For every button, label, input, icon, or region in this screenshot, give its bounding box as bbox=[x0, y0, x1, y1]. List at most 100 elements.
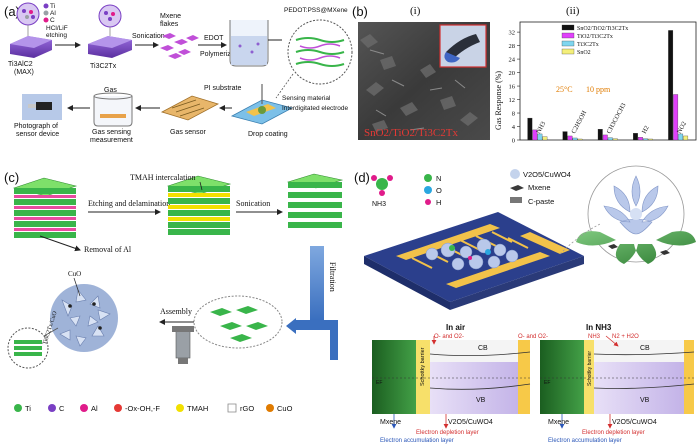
chart-frame bbox=[519, 21, 697, 141]
measure-caption-2: measurement bbox=[90, 137, 133, 144]
x-tick-label: H2 bbox=[641, 125, 651, 135]
delaminated-sheets bbox=[286, 173, 344, 228]
flakes-label-1: Mxene bbox=[160, 13, 181, 20]
autoclave bbox=[172, 326, 194, 364]
svg-text:etching: etching bbox=[46, 32, 67, 39]
bar bbox=[633, 133, 638, 141]
panel-b-sub-i: (i) bbox=[410, 5, 421, 17]
chart-ylabel: Gas Response (%) bbox=[494, 71, 503, 130]
sem-image: SnO2/TiO2/Ti3C2Tx bbox=[358, 22, 490, 140]
ef-label-nh3: EF bbox=[544, 380, 550, 386]
filtration-label: Filtration bbox=[328, 262, 337, 292]
mxene-crystal-label: Ti3C2Tx bbox=[90, 63, 117, 70]
photo-caption-2: sensor device bbox=[16, 131, 59, 138]
vb-label-air: VB bbox=[476, 397, 486, 404]
y-tick-label: 28 bbox=[509, 43, 516, 50]
max-stack bbox=[12, 177, 78, 238]
mxene-label-air: Mxene bbox=[380, 419, 401, 426]
cb-label-nh3: CB bbox=[640, 345, 650, 352]
material-legend-d: V2O5/CuWO4 Mxene C-paste bbox=[510, 169, 571, 206]
bar bbox=[643, 138, 648, 141]
svg-text:Mxene: Mxene bbox=[528, 183, 551, 192]
bar bbox=[668, 30, 674, 141]
svg-text:H: H bbox=[436, 198, 441, 207]
svg-text:Al: Al bbox=[50, 10, 56, 17]
sonication-label-c: Sonication bbox=[236, 199, 270, 208]
svg-text:HCl/LiF: HCl/LiF bbox=[46, 25, 68, 32]
bar bbox=[678, 133, 684, 141]
composite-detail bbox=[7, 327, 59, 369]
element-legend-a: Ti Al C HCl/LiF etching bbox=[43, 3, 68, 39]
bar bbox=[572, 137, 578, 141]
svg-text:V2O5/CuWO4: V2O5/CuWO4 bbox=[523, 170, 571, 179]
condition-temp: 25°C bbox=[556, 85, 573, 94]
svg-text:N: N bbox=[436, 174, 441, 183]
sensor-caption: Gas sensor bbox=[170, 129, 206, 136]
legend-entry: SnO2 bbox=[577, 50, 591, 56]
y-tick-label: 4 bbox=[512, 124, 516, 131]
in-nh3-label: In NH3 bbox=[586, 323, 612, 332]
svg-text:Ti: Ti bbox=[50, 3, 55, 10]
mxene-crystal bbox=[88, 4, 132, 58]
drop-coating-label: Drop coating bbox=[248, 131, 288, 138]
svg-text:C-paste: C-paste bbox=[528, 197, 554, 206]
bar bbox=[567, 135, 573, 141]
legend-entry: Ti3C2Tx bbox=[577, 42, 599, 48]
bar bbox=[537, 133, 543, 141]
gas-sensor bbox=[160, 95, 220, 121]
panel-c-label: (c) bbox=[4, 170, 19, 185]
o-species-air-2: O- and O2- bbox=[518, 334, 548, 340]
drop-coating-device bbox=[230, 84, 294, 125]
bar bbox=[527, 117, 533, 141]
etching-label: Etching and delamination bbox=[88, 199, 170, 208]
bar bbox=[648, 138, 653, 141]
vo-label-nh3: V2O5/CuWO4 bbox=[612, 419, 657, 426]
bar bbox=[532, 129, 538, 141]
accumulation-label-nh3: Electron accumulation layer bbox=[548, 438, 622, 444]
y-tick-label: 24 bbox=[509, 57, 516, 64]
legend-swatch bbox=[561, 24, 575, 31]
intercalated-stack bbox=[166, 175, 232, 235]
bar bbox=[597, 129, 603, 141]
composite-magnified: PEDOT:PSS@MXene bbox=[275, 4, 353, 99]
svg-text:C: C bbox=[59, 404, 65, 413]
bar bbox=[577, 138, 583, 141]
band-diagram-nh3: In NH3 CB VB EF Schottky barrier NH3 N2 … bbox=[540, 323, 695, 444]
svg-text:TMAH: TMAH bbox=[187, 404, 208, 413]
gas-label: Gas bbox=[104, 87, 117, 94]
condition-conc: 10 ppm bbox=[586, 85, 611, 94]
panel-b-label: (b) bbox=[352, 4, 368, 19]
edot-label: EDOT bbox=[204, 35, 224, 42]
flakes-label-2: flakes bbox=[160, 21, 179, 28]
removal-label: Removal of Al bbox=[84, 245, 132, 254]
legend-entry: TiO2/Ti3C2Tx bbox=[577, 34, 613, 40]
tmah-label: TMAH intercalation bbox=[130, 173, 196, 182]
measure-caption-1: Gas sensing bbox=[92, 129, 131, 136]
filtration-arrow: Filtration bbox=[286, 246, 338, 360]
o-species-air-1: O- and O2- bbox=[434, 334, 464, 340]
y-tick-label: 8 bbox=[512, 111, 515, 118]
photo-caption-1: Photograph of bbox=[14, 123, 58, 130]
vb-label-nh3: VB bbox=[640, 397, 650, 404]
nh3-arrow-label: NH3 bbox=[588, 334, 601, 340]
y-tick-label: 32 bbox=[509, 30, 516, 37]
pi-caption: PI substrate bbox=[204, 85, 241, 92]
assembly-label: Assembly bbox=[160, 307, 192, 316]
legend-swatch bbox=[561, 32, 575, 39]
panel-b: (b) (i) (ii) SnO2/TiO2/Ti3C2Tx 048121620… bbox=[352, 4, 697, 145]
bar bbox=[638, 137, 643, 141]
panel-c: (c) Removal of Al Etching and delaminati… bbox=[4, 170, 344, 413]
sensor-photo bbox=[22, 94, 62, 120]
mxene-label-nh3: Mxene bbox=[548, 419, 569, 426]
cuo-flower bbox=[50, 284, 118, 352]
bar bbox=[562, 131, 568, 141]
composite-label: PEDOT:PSS@MXene bbox=[284, 7, 348, 14]
y-tick-label: 16 bbox=[509, 84, 516, 91]
svg-text:rGO: rGO bbox=[240, 404, 254, 413]
reaction-label: N2 + H2O bbox=[612, 334, 639, 340]
sem-caption: SnO2/TiO2/Ti3C2Tx bbox=[364, 127, 458, 139]
